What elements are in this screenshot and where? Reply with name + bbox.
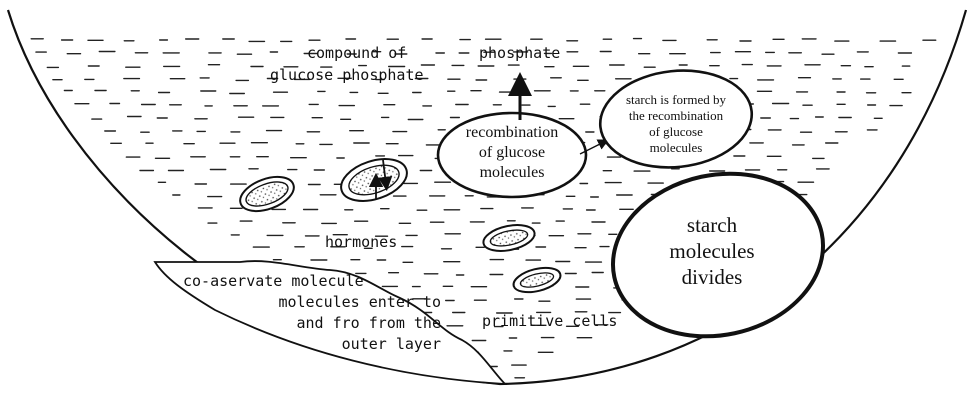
recombination-label-line1: recombination xyxy=(466,124,558,141)
compound-label-line1: compound of xyxy=(307,44,406,62)
coacervate-label-line1: co-aservate molecule xyxy=(183,272,364,290)
cell-left xyxy=(236,170,299,217)
recombination-label-line2: of glucose xyxy=(479,144,545,161)
cell-small-upper xyxy=(481,221,537,255)
coacervate-label-line4: outer layer xyxy=(342,335,441,353)
compound-label-line2: glucose phosphate xyxy=(270,66,424,84)
starch-formed-label-line1: starch is formed by xyxy=(626,92,727,107)
hormones-label: hormones xyxy=(325,233,397,251)
starch-divides-label-line1: starch xyxy=(687,213,738,237)
coacervate-label-line3: and fro from the xyxy=(297,314,442,332)
starch-divides-label-line2: molecules xyxy=(669,239,754,263)
recombination-label-line3: molecules xyxy=(480,164,545,181)
primitive-cells-label: primitive cells xyxy=(482,312,617,330)
starch-formed-label-line4: molecules xyxy=(650,140,703,155)
phosphate-label: phosphate xyxy=(479,44,560,62)
coacervate-label-line2: molecules enter to xyxy=(278,293,441,311)
starch-formed-label-line2: the recombination xyxy=(629,108,724,123)
starch-formed-label-line3: of glucose xyxy=(649,124,703,139)
starch-divides-label-line3: divides xyxy=(682,265,743,289)
cell-middle xyxy=(336,151,412,208)
cell-small-lower xyxy=(511,264,563,297)
